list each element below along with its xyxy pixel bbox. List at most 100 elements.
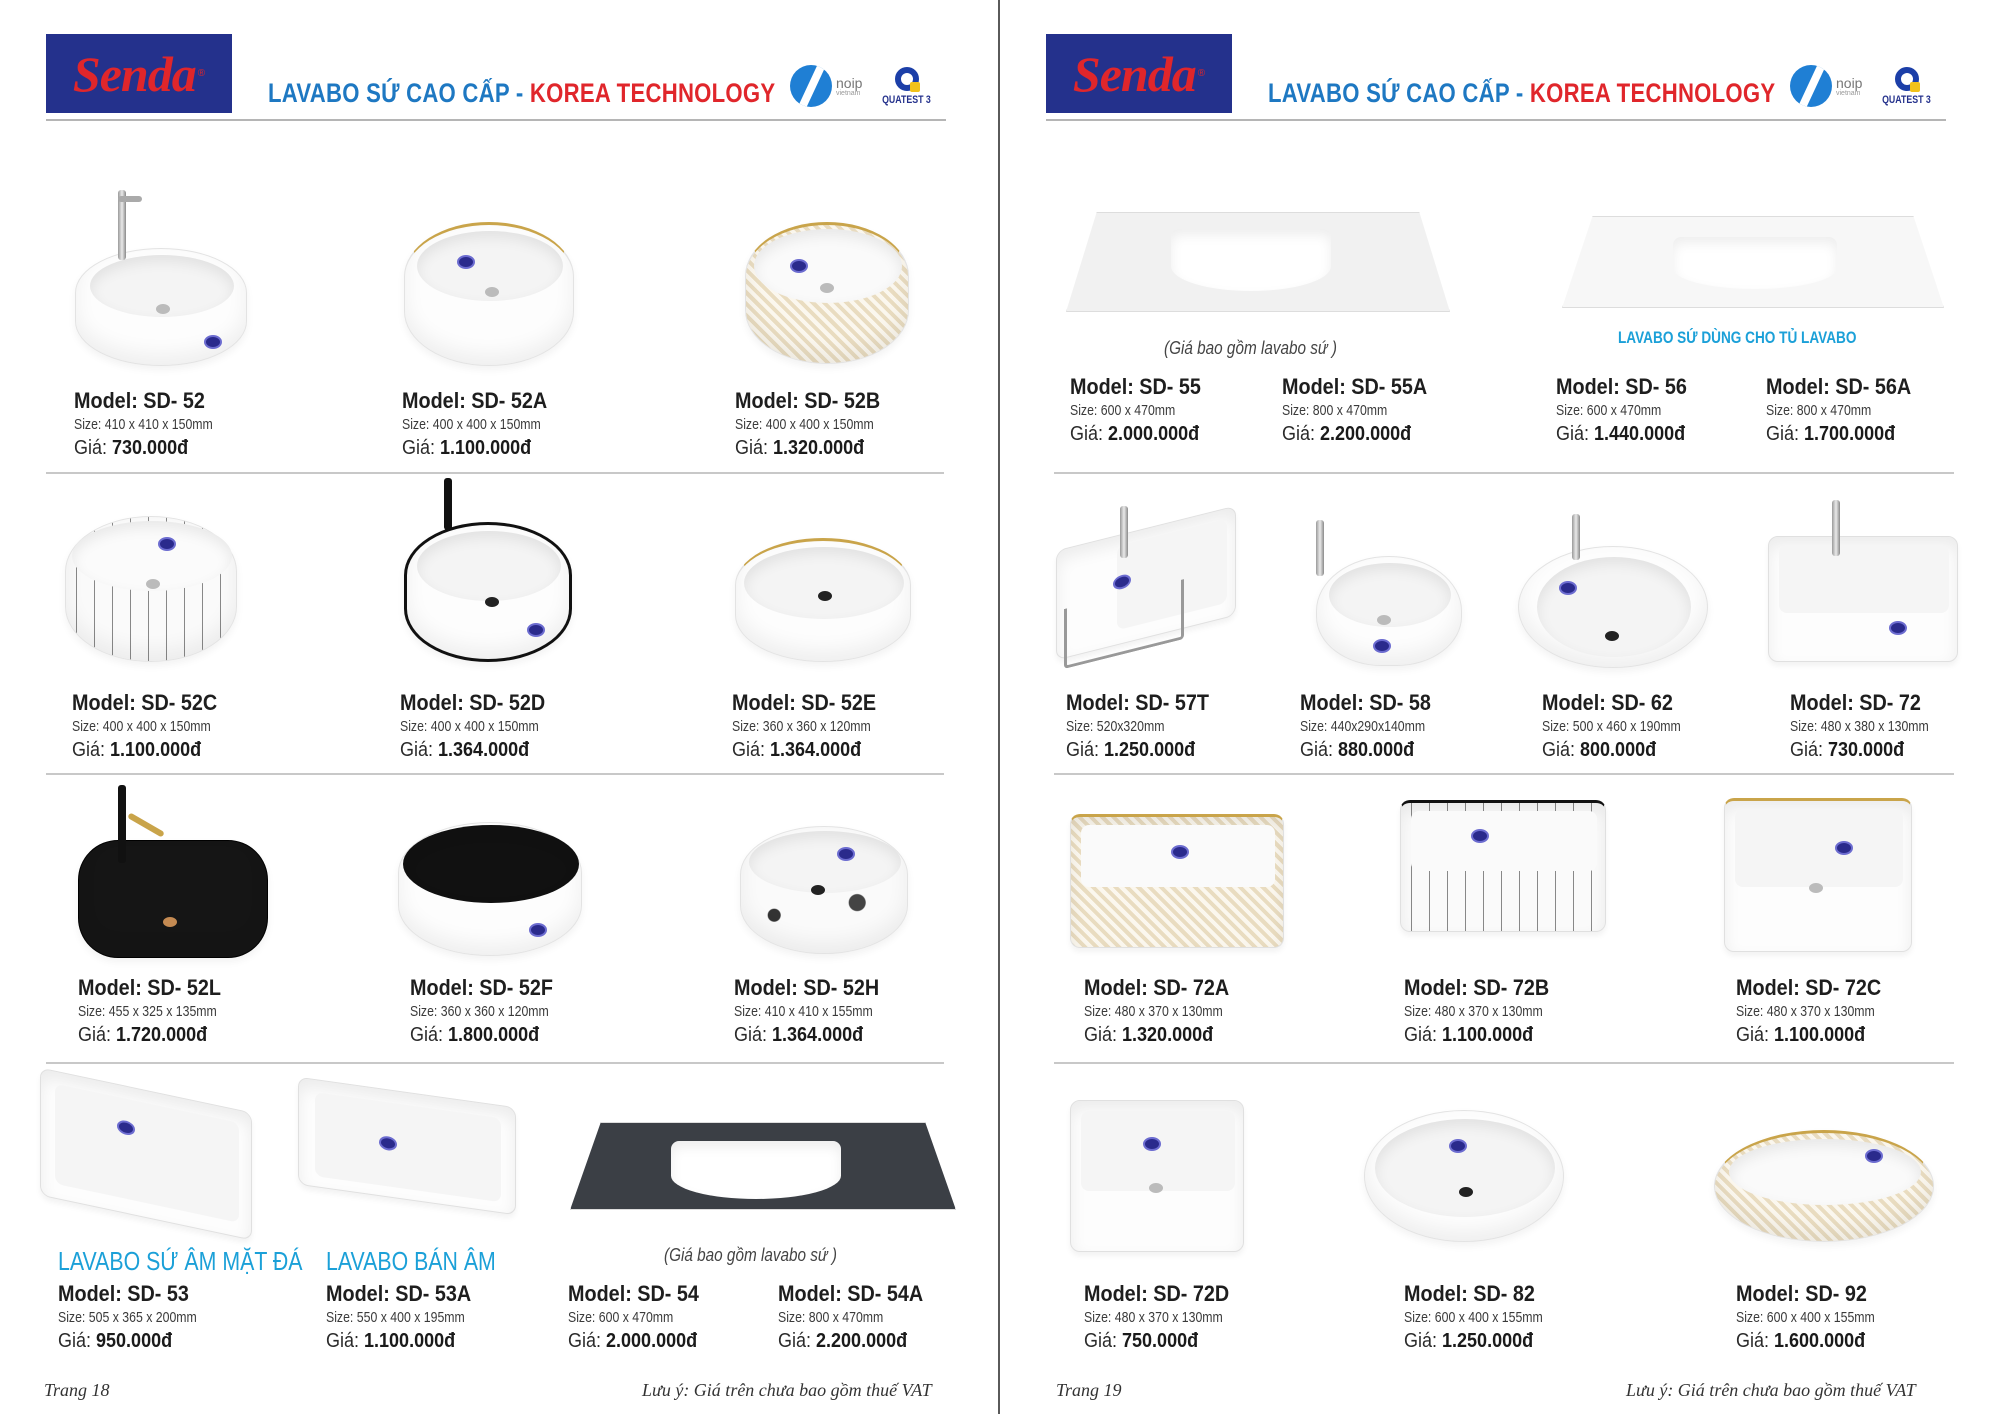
product-price: Giá: 730.000đ <box>1790 739 1905 761</box>
product-price: Giá: 1.100.000đ <box>1736 1024 1866 1046</box>
black-gold-faucet-icon <box>118 785 126 863</box>
logo-text: Senda <box>1072 45 1197 102</box>
senda-badge-icon <box>1835 841 1853 855</box>
product-price: Giá: 730.000đ <box>74 437 189 459</box>
caption-for-cabinet: LAVABO SỨ DÙNG CHO TỦ LAVABO <box>1618 328 1857 347</box>
senda-badge-icon <box>1449 1139 1467 1153</box>
product-price: Giá: 1.440.000đ <box>1556 423 1686 445</box>
product-price: Giá: 1.250.000đ <box>1404 1330 1534 1352</box>
product-price: Giá: 880.000đ <box>1300 739 1415 761</box>
product-model: Model: SD- 82 <box>1404 1281 1535 1306</box>
product-size: Size: 480 x 380 x 130mm <box>1790 718 1929 735</box>
product-price: Giá: 750.000đ <box>1084 1330 1199 1352</box>
senda-badge-icon <box>837 847 855 861</box>
product-size: Size: 505 x 365 x 200mm <box>58 1309 197 1326</box>
senda-badge-icon <box>527 623 545 637</box>
product-image-sd62 <box>1518 546 1708 668</box>
product-image-sd58 <box>1316 556 1462 666</box>
product-size: Size: 800 x 470mm <box>778 1309 884 1326</box>
product-price: Giá: 2.200.000đ <box>778 1330 908 1352</box>
header-divider <box>46 119 946 121</box>
product-model: Model: SD- 53 <box>58 1281 189 1306</box>
product-size: Size: 600 x 400 x 155mm <box>1736 1309 1875 1326</box>
product-size: Size: 600 x 470mm <box>1556 402 1662 419</box>
product-image-sd72 <box>1768 536 1958 662</box>
product-size: Size: 480 x 370 x 130mm <box>1404 1003 1543 1020</box>
row-divider <box>1054 472 1954 474</box>
product-model: Model: SD- 56 <box>1556 374 1687 399</box>
product-price: Giá: 1.100.000đ <box>402 437 532 459</box>
product-price: Giá: 1.320.000đ <box>1084 1024 1214 1046</box>
noip-sub: vietnam <box>836 89 861 97</box>
product-image-sd52 <box>75 248 247 366</box>
senda-badge-icon <box>1373 639 1391 653</box>
senda-badge-icon <box>204 335 222 349</box>
senda-badge-icon <box>158 537 176 551</box>
product-image-sd72d <box>1070 1100 1244 1252</box>
product-size: Size: 500 x 460 x 190mm <box>1542 718 1681 735</box>
product-model: Model: SD- 54 <box>568 1281 699 1306</box>
product-price: Giá: 1.700.000đ <box>1766 423 1896 445</box>
product-price: Giá: 950.000đ <box>58 1330 173 1352</box>
product-model: Model: SD- 52B <box>735 388 881 413</box>
noip-swirl-icon <box>1790 65 1832 107</box>
catalog-page-18: Senda® LAVABO SỨ CAO CẤP - KOREA TECHNOL… <box>0 0 1000 1414</box>
quatest-q-icon <box>894 66 920 92</box>
product-image-sd82 <box>1364 1110 1564 1242</box>
row-divider <box>46 773 944 775</box>
faucet-spout-icon <box>127 812 165 838</box>
product-price: Giá: 800.000đ <box>1542 739 1657 761</box>
row-divider <box>46 1062 944 1064</box>
senda-badge-icon <box>457 255 475 269</box>
product-size: Size: 400 x 400 x 150mm <box>400 718 539 735</box>
product-image-sd53a <box>298 1076 516 1216</box>
senda-logo: Senda® <box>46 34 232 113</box>
product-size: Size: 520x320mm <box>1066 718 1165 735</box>
senda-badge-icon <box>790 259 808 273</box>
product-model: Model: SD- 52D <box>400 690 546 715</box>
logo-text: Senda <box>72 45 197 102</box>
senda-badge-icon <box>529 923 547 937</box>
product-image-sd52l <box>78 840 268 958</box>
product-price: Giá: 2.200.000đ <box>1282 423 1412 445</box>
product-model: Model: SD- 56A <box>1766 374 1912 399</box>
product-model: Model: SD- 72 <box>1790 690 1921 715</box>
product-price: Giá: 1.250.000đ <box>1066 739 1196 761</box>
product-size: Size: 360 x 360 x 120mm <box>410 1003 549 1020</box>
senda-badge-icon <box>1889 621 1907 635</box>
product-price: Giá: 1.100.000đ <box>326 1330 456 1352</box>
faucet-icon <box>1120 506 1128 558</box>
product-model: Model: SD- 53A <box>326 1281 472 1306</box>
caption-undermount-stone: LAVABO SỨ ÂM MẶT ĐÁ <box>58 1246 303 1276</box>
logo-registered-mark: ® <box>1197 68 1206 79</box>
product-size: Size: 455 x 325 x 135mm <box>78 1003 217 1020</box>
quatest-label: QUATEST 3 <box>1882 93 1932 106</box>
quatest-logo: QUATEST 3 <box>1876 66 1937 106</box>
product-model: Model: SD- 52A <box>402 388 548 413</box>
noip-sub: vietnam <box>1836 89 1861 97</box>
senda-badge-icon <box>1143 1137 1161 1151</box>
product-model: Model: SD- 55 <box>1070 374 1201 399</box>
product-model: Model: SD- 54A <box>778 1281 924 1306</box>
quatest-logo: QUATEST 3 <box>876 66 937 106</box>
senda-badge-icon <box>1171 845 1189 859</box>
product-image-sd72b <box>1400 800 1606 932</box>
page-spine <box>998 0 1001 1414</box>
product-image-sd52a <box>404 222 574 366</box>
quatest-q-icon <box>1894 66 1920 92</box>
product-model: Model: SD- 52H <box>734 975 880 1000</box>
senda-logo: Senda® <box>1046 34 1232 113</box>
title-part-korea: KOREA TECHNOLOGY <box>1529 78 1776 108</box>
row-divider <box>1054 773 1954 775</box>
product-model: Model: SD- 72B <box>1404 975 1550 1000</box>
page-number: Trang 18 <box>44 1380 110 1400</box>
product-image-sd52d <box>404 522 572 662</box>
note-price-includes: (Giá bao gồm lavabo sứ ) <box>664 1245 837 1265</box>
product-model: Model: SD- 52L <box>78 975 222 1000</box>
product-price: Giá: 2.000.000đ <box>1070 423 1200 445</box>
product-image-sd52h <box>740 826 908 954</box>
black-faucet-icon <box>444 478 452 530</box>
